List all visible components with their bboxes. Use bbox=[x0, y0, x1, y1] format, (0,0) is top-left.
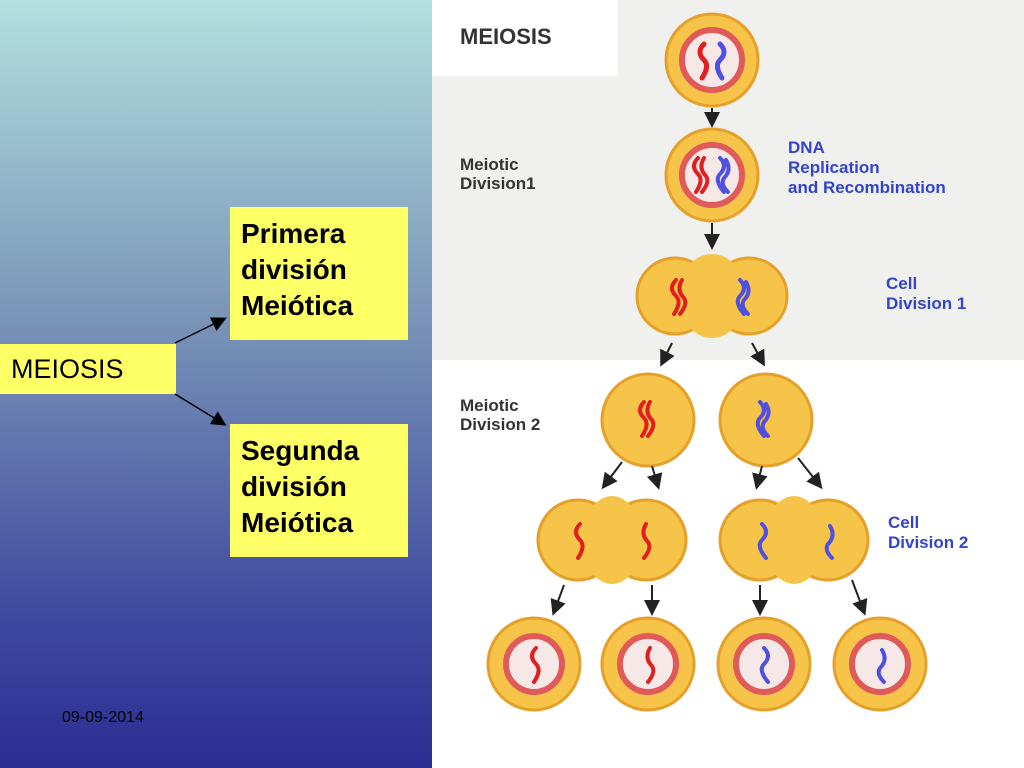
gamete-3 bbox=[716, 616, 812, 712]
dna-replication-line2: Replication bbox=[788, 158, 880, 177]
cell-division-1-label: Cell Division 1 bbox=[886, 274, 966, 314]
second-division-line1: Segunda bbox=[241, 435, 360, 466]
meiosis-label: MEIOSIS bbox=[11, 354, 124, 384]
meiotic-division-2-line2: Division 2 bbox=[460, 415, 541, 434]
arrow-to-first-division bbox=[174, 317, 227, 344]
meiotic-division-2-line1: Meiotic bbox=[460, 396, 519, 415]
gamete-2 bbox=[600, 616, 696, 712]
arrow-5d bbox=[851, 579, 868, 616]
first-division-line3: Meiótica bbox=[241, 290, 354, 321]
branch-arrows bbox=[174, 317, 227, 426]
arrow-4b bbox=[646, 465, 663, 490]
arrow-4d bbox=[797, 457, 823, 490]
cell-division-1-line2: Division 1 bbox=[886, 294, 967, 313]
arrow-3a bbox=[660, 342, 675, 367]
arrow-3b bbox=[750, 342, 765, 367]
cell-division-2-line1: Cell bbox=[888, 513, 920, 532]
meiotic-division-1-line1: Meiotic bbox=[460, 155, 519, 174]
daughter-cell-blue bbox=[718, 372, 814, 468]
meiotic-division-1-label: Meiotic Division1 bbox=[460, 155, 536, 193]
meiotic-division-2-label: Meiotic Division 2 bbox=[460, 396, 540, 434]
dividing-cell-red bbox=[536, 496, 688, 584]
arrow-to-second-division bbox=[174, 393, 227, 426]
dividing-cell-blue bbox=[718, 496, 870, 584]
second-division-box: Segunda división Meiótica bbox=[230, 424, 408, 557]
slide-date: 09-09-2014 bbox=[62, 709, 144, 726]
arrow-4a bbox=[601, 461, 623, 490]
second-division-line2: división bbox=[241, 471, 347, 502]
dna-replication-line3: and Recombination bbox=[788, 178, 946, 197]
first-division-box: Primera división Meiótica bbox=[230, 207, 408, 340]
cell-division-2-line2: Division 2 bbox=[888, 533, 969, 552]
daughter-cell-red bbox=[600, 372, 696, 468]
replication-cell bbox=[664, 127, 760, 223]
cell-division-1-line1: Cell bbox=[886, 274, 918, 293]
meiosis-diagram bbox=[486, 12, 928, 712]
dividing-cell-1 bbox=[635, 254, 789, 338]
cell-division-2-label: Cell Division 2 bbox=[888, 513, 968, 553]
meiotic-division-1-line2: Division1 bbox=[460, 174, 536, 193]
first-division-line1: Primera bbox=[241, 218, 346, 249]
arrow-4c bbox=[752, 465, 768, 490]
dna-replication-label: DNA Replication and Recombination bbox=[788, 138, 946, 198]
gamete-1 bbox=[486, 616, 582, 712]
meiosis-label-box: MEIOSIS bbox=[0, 344, 176, 394]
panel-title-background bbox=[432, 0, 618, 76]
parent-cell bbox=[664, 12, 760, 108]
arrow-5a bbox=[550, 584, 566, 616]
gamete-4 bbox=[832, 616, 928, 712]
second-division-line3: Meiótica bbox=[241, 507, 354, 538]
meiosis-diagram-panel: MEIOSIS Meiotic Division1 DNA Replicatio… bbox=[432, 0, 1024, 768]
dna-replication-line1: DNA bbox=[788, 138, 825, 157]
diagram-title: MEIOSIS bbox=[460, 24, 552, 49]
first-division-line2: división bbox=[241, 254, 347, 285]
